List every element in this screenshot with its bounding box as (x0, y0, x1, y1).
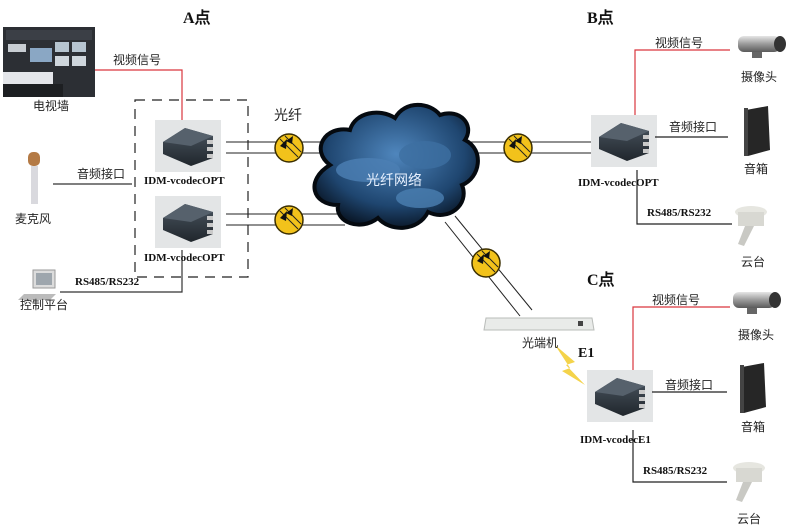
camera-c-label: 摄像头 (738, 328, 775, 342)
audio-interface-label: 音频接口 (77, 167, 126, 181)
ptz-c-label: 云台 (737, 512, 762, 526)
microphone-label: 麦克风 (15, 212, 52, 226)
site-a-title: A点 (183, 10, 211, 27)
rs-line-b (636, 170, 732, 225)
camera-b-label: 摄像头 (741, 70, 778, 84)
speaker-c-image (740, 363, 766, 413)
site-b-title: B点 (587, 10, 614, 27)
fiber-transceiver-icon (471, 248, 501, 278)
rs-label: RS485/RS232 (647, 207, 712, 219)
codec-a2-device (155, 196, 221, 248)
optical-terminal-image (483, 317, 595, 331)
codec-c-device (587, 370, 653, 422)
fiber-network-label: 光纤网络 (366, 173, 422, 189)
video-signal-label: 视频信号 (655, 36, 704, 50)
camera-c-image (733, 292, 781, 314)
codec-b-label: IDM-vcodecOPT (578, 177, 659, 189)
ptz-c-image (733, 462, 765, 502)
fiber-transceiver-icon (274, 205, 304, 235)
tv-wall-image (3, 27, 95, 97)
codec-a1-label: IDM-vcodecOPT (144, 175, 225, 187)
speaker-c-label: 音箱 (741, 420, 766, 434)
fiber-label: 光纤 (274, 108, 302, 124)
video-signal-label: 视频信号 (113, 53, 162, 67)
rs-label: RS485/RS232 (75, 276, 140, 288)
camera-b-image (738, 36, 786, 58)
video-line-a (95, 69, 183, 120)
codec-a2-label: IDM-vcodecOPT (144, 252, 225, 264)
rs-line-c (632, 430, 727, 483)
control-platform-label: 控制平台 (20, 298, 69, 312)
video-line-c (632, 306, 730, 370)
codec-b-device (591, 115, 657, 167)
e1-link-icon (555, 345, 585, 385)
speaker-b-image (744, 106, 770, 156)
ptz-b-label: 云台 (741, 255, 766, 269)
speaker-b-label: 音箱 (744, 162, 769, 176)
ptz-b-image (735, 206, 767, 246)
fiber-network-cloud (312, 102, 480, 230)
video-line-b (634, 49, 730, 115)
e1-label: E1 (578, 346, 595, 361)
video-signal-label: 视频信号 (652, 293, 701, 307)
microphone-image (28, 152, 40, 204)
rs-line-a (60, 250, 183, 293)
codec-a1-device (155, 120, 221, 172)
rs-label: RS485/RS232 (643, 465, 708, 477)
fiber-transceiver-icon (503, 133, 533, 163)
audio-interface-label: 音频接口 (665, 378, 714, 392)
tv-wall-label: 电视墙 (33, 99, 70, 113)
fiber-transceiver-icon (274, 133, 304, 163)
audio-interface-label: 音频接口 (669, 120, 718, 134)
optical-terminal-label: 光端机 (522, 336, 559, 350)
site-c-title: C点 (587, 272, 615, 289)
codec-c-label: IDM-vcodecE1 (580, 434, 651, 446)
site-a-enclosure (134, 99, 249, 278)
control-platform-image (18, 269, 56, 300)
